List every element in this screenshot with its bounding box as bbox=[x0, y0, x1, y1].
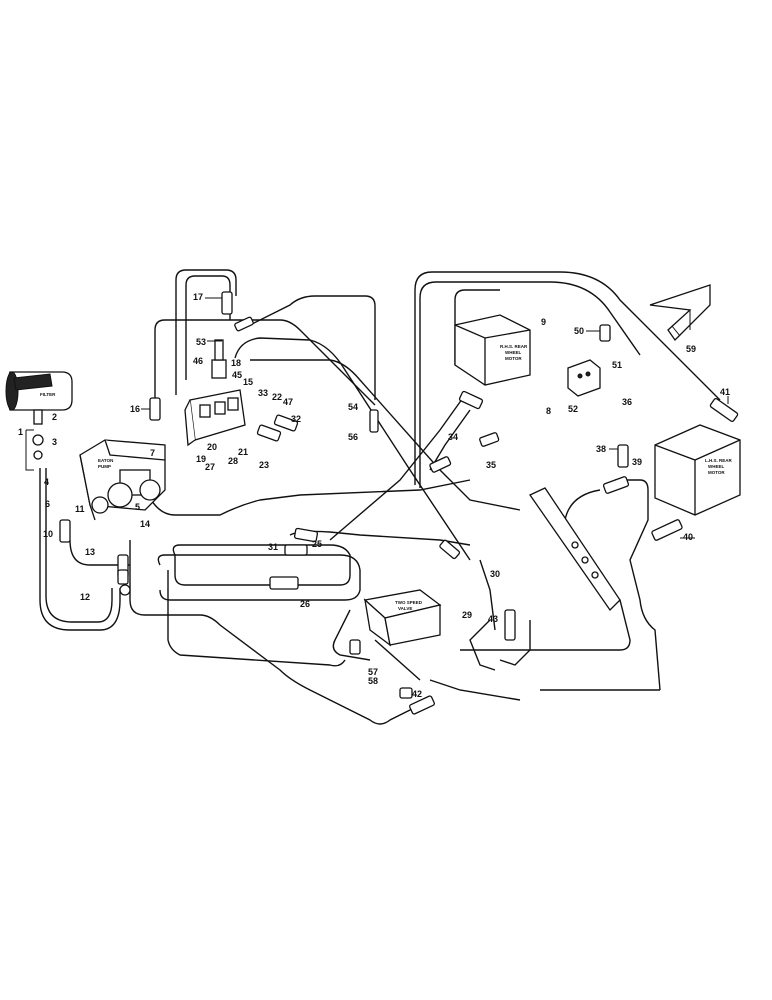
callout-27: 27 bbox=[205, 462, 215, 472]
callout-36: 36 bbox=[622, 397, 632, 407]
callout-23: 23 bbox=[259, 460, 269, 470]
callout-18: 18 bbox=[231, 358, 241, 368]
two-speed-valve: TWO SPEED VALVE bbox=[363, 589, 442, 647]
hose-lines bbox=[39, 269, 721, 725]
block-52 bbox=[567, 359, 601, 397]
control-valve-block bbox=[184, 339, 246, 447]
callout-40: 40 bbox=[683, 532, 693, 542]
motor-left-label-2: WHEEL bbox=[505, 350, 522, 355]
callout-7: 7 bbox=[150, 448, 155, 458]
callout-45: 45 bbox=[232, 370, 242, 380]
callout-5: 5 bbox=[135, 502, 140, 512]
callout-11: 11 bbox=[75, 504, 85, 514]
callout-19: 19 bbox=[196, 454, 206, 464]
callout-47: 47 bbox=[283, 397, 293, 407]
callout-20: 20 bbox=[207, 442, 217, 452]
callout-59: 59 bbox=[686, 344, 696, 354]
callout-2: 2 bbox=[52, 412, 57, 422]
filter-label: FILTER bbox=[40, 392, 56, 397]
callout-29: 29 bbox=[462, 610, 472, 620]
callout-30: 30 bbox=[490, 569, 500, 579]
rear-wheel-motor-left: R.H.S. REAR WHEEL MOTOR bbox=[454, 314, 531, 386]
callout-8: 8 bbox=[546, 406, 551, 416]
callout-9: 9 bbox=[541, 317, 546, 327]
callout-4: 4 bbox=[44, 477, 49, 487]
steering-tube bbox=[529, 487, 621, 612]
callout-15: 15 bbox=[243, 377, 253, 387]
bracket-59 bbox=[649, 284, 711, 342]
callout-34: 34 bbox=[448, 432, 458, 442]
callout-10: 10 bbox=[43, 529, 53, 539]
callout-26: 26 bbox=[300, 599, 310, 609]
eaton-pump: EATON PUMP bbox=[79, 439, 166, 521]
callout-57: 57 bbox=[368, 667, 378, 677]
callout-41: 41 bbox=[720, 387, 730, 397]
callout-46: 46 bbox=[193, 356, 203, 366]
callout-58: 58 bbox=[368, 676, 378, 686]
callout-54: 54 bbox=[348, 402, 358, 412]
callout-33: 33 bbox=[258, 388, 268, 398]
rear-wheel-motor-right: L.H.S. REAR WHEEL MOTOR bbox=[654, 424, 741, 516]
callout-6: 6 bbox=[45, 499, 50, 509]
callout-43: 43 bbox=[488, 614, 498, 624]
motor-right-label-2: WHEEL bbox=[708, 464, 725, 469]
motor-right-label-1: L.H.S. REAR bbox=[705, 458, 733, 463]
two-speed-label-1: TWO SPEED bbox=[395, 600, 423, 605]
callout-14: 14 bbox=[140, 519, 150, 529]
fittings bbox=[32, 291, 739, 715]
callout-56: 56 bbox=[348, 432, 358, 442]
pump-label-1: EATON bbox=[98, 458, 113, 463]
callout-53: 53 bbox=[196, 337, 206, 347]
callout-32: 32 bbox=[291, 414, 301, 424]
callout-38: 38 bbox=[596, 444, 606, 454]
motor-right-label-3: MOTOR bbox=[708, 470, 725, 475]
callout-3: 3 bbox=[52, 437, 57, 447]
callout-1: 1 bbox=[18, 427, 23, 437]
motor-left-label-1: R.H.S. REAR bbox=[500, 344, 528, 349]
pump-label-2: PUMP bbox=[98, 464, 111, 469]
callout-13: 13 bbox=[85, 547, 95, 557]
two-speed-label-2: VALVE bbox=[398, 606, 412, 611]
callout-50: 50 bbox=[574, 326, 584, 336]
callout-16: 16 bbox=[130, 404, 140, 414]
callout-12: 12 bbox=[80, 592, 90, 602]
leader-lines bbox=[25, 297, 729, 539]
callout-21: 21 bbox=[238, 447, 248, 457]
callout-35: 35 bbox=[486, 460, 496, 470]
callout-51: 51 bbox=[612, 360, 622, 370]
callout-31: 31 bbox=[268, 542, 278, 552]
callout-22: 22 bbox=[272, 392, 282, 402]
filter: FILTER bbox=[5, 371, 73, 425]
callout-labels: 1 2 3 4 5 6 7 8 9 10 11 12 13 14 15 16 1… bbox=[18, 292, 730, 699]
callout-25: 25 bbox=[312, 539, 322, 549]
callout-17: 17 bbox=[193, 292, 203, 302]
motor-left-label-3: MOTOR bbox=[505, 356, 522, 361]
callout-39: 39 bbox=[632, 457, 642, 467]
callout-28: 28 bbox=[228, 456, 238, 466]
callout-52: 52 bbox=[568, 404, 578, 414]
callout-42: 42 bbox=[412, 689, 422, 699]
